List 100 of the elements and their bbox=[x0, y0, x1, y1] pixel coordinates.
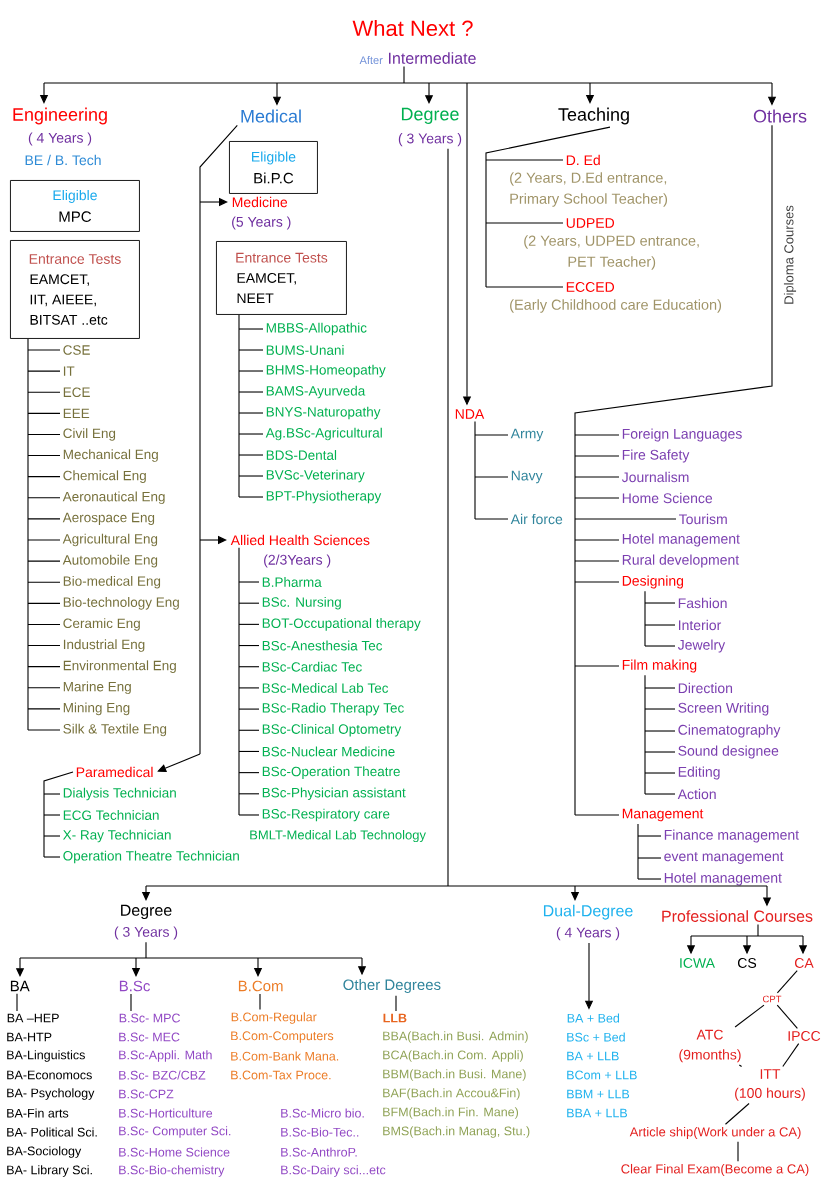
connector-line bbox=[644, 602, 676, 604]
list-item: EEE bbox=[63, 408, 90, 418]
list-item: BAF(Bach.in Accou&Fin) bbox=[383, 1088, 520, 1100]
connector-line bbox=[637, 835, 662, 837]
list-item: BSc-Cardiac Tec bbox=[262, 661, 362, 672]
list-item: BSc-Nuclear Medicine bbox=[262, 746, 395, 757]
list-item: B.Sc-CPZ bbox=[119, 1089, 174, 1099]
duration-text: (2/3Years ) bbox=[264, 554, 331, 568]
connector-line bbox=[199, 124, 238, 755]
connector-line bbox=[27, 581, 61, 583]
connector-line bbox=[27, 623, 61, 625]
list-item: BSc-Medical Lab Tec bbox=[262, 682, 389, 693]
connector-line bbox=[776, 970, 798, 994]
course-name: ECCED bbox=[566, 282, 615, 292]
list-item: Jewelry bbox=[677, 639, 726, 653]
step-label: IPCC bbox=[788, 1031, 821, 1041]
connector-line bbox=[776, 1004, 798, 1029]
connector-line bbox=[238, 314, 240, 498]
list-item: Direction bbox=[678, 682, 733, 694]
list-item: BSc-Operation Theatre bbox=[262, 766, 400, 779]
list-item: BOT-Occupational therapy bbox=[262, 618, 421, 631]
connector-line bbox=[43, 814, 61, 816]
category-heading: Medical bbox=[241, 109, 301, 123]
list-item: B.Sc-Appli. Math bbox=[119, 1050, 212, 1062]
connector-line bbox=[27, 338, 29, 731]
connector-line bbox=[644, 624, 676, 626]
connector-line bbox=[238, 750, 260, 752]
list-item: BSc-Physician assistant bbox=[262, 787, 406, 801]
list-item: Environmental Eng bbox=[63, 660, 176, 673]
list-item: Mechanical Eng bbox=[63, 449, 158, 462]
connector-line bbox=[145, 148, 768, 887]
connector-line bbox=[238, 349, 264, 351]
course-name: CA bbox=[795, 958, 814, 968]
list-item: BBA(Bach.in Busi. Admin) bbox=[383, 1031, 528, 1043]
connector-line bbox=[644, 708, 676, 710]
list-item: LLB bbox=[383, 1013, 407, 1023]
list-item: Marine Eng bbox=[63, 681, 131, 695]
connector-line bbox=[395, 995, 397, 1012]
course-name: Paramedical bbox=[76, 766, 153, 778]
note-text: (2 Years, D.Ed entrance, Primary School Teacher) bbox=[510, 172, 668, 207]
connector-line bbox=[130, 993, 132, 1012]
connector-line bbox=[637, 878, 662, 880]
connector-line bbox=[737, 1141, 739, 1162]
list-item: BSc-Respiratory care bbox=[262, 808, 390, 822]
course-name: Management bbox=[622, 808, 704, 822]
list-item: BA- Psychology bbox=[7, 1088, 95, 1100]
connector-line bbox=[644, 645, 676, 647]
list-item: BMS(Bach.in Manag, Stu.) bbox=[383, 1126, 530, 1138]
connector-line bbox=[474, 476, 509, 478]
connector-line bbox=[43, 771, 74, 858]
connector-line bbox=[43, 835, 61, 837]
column-heading: BA bbox=[10, 980, 30, 992]
connector-line bbox=[644, 674, 646, 795]
list-item: Hotel management bbox=[664, 872, 782, 886]
duration-text: (5 Years ) bbox=[232, 216, 291, 230]
note-text: (2 Years, UDPED entrance, PET Teacher) bbox=[524, 235, 699, 270]
list-item: Screen Writing bbox=[678, 702, 769, 716]
connector-line bbox=[574, 124, 773, 816]
connector-line bbox=[27, 433, 61, 435]
list-item: Aeronautical Eng bbox=[62, 491, 165, 505]
list-item: B.Sc-Home Science bbox=[119, 1147, 230, 1157]
title: What Next ? bbox=[352, 19, 473, 37]
column-heading: Other Degrees bbox=[343, 979, 441, 993]
connector-line bbox=[27, 497, 61, 499]
connector-line bbox=[259, 993, 261, 1011]
list-item: BA-HTP bbox=[7, 1032, 52, 1042]
list-item: B.Sc-AnthroP. bbox=[281, 1147, 357, 1157]
connector-line bbox=[644, 793, 676, 795]
list-item: B.Com-Computers bbox=[231, 1031, 334, 1043]
connector-line bbox=[574, 665, 620, 667]
connector-line bbox=[43, 856, 61, 858]
connector-line bbox=[574, 455, 620, 457]
list-item: Chemical Eng bbox=[63, 470, 146, 483]
category-heading: Degree ( 3 Years ) bbox=[114, 904, 178, 940]
connector-line bbox=[238, 645, 260, 647]
step-label: ATC (9months) bbox=[679, 1029, 741, 1063]
info-box: Eligible MPC bbox=[10, 180, 140, 232]
connector-line bbox=[238, 687, 260, 689]
list-item: MBBS-Allopathic bbox=[266, 322, 367, 336]
connector-line bbox=[637, 823, 639, 880]
list-item: BSc-Radio Therapy Tec bbox=[262, 702, 404, 716]
list-item: BSc + Bed bbox=[567, 1032, 625, 1042]
connector-line bbox=[485, 286, 564, 288]
connector-line bbox=[27, 666, 61, 668]
connector-line bbox=[238, 602, 260, 604]
list-item: Foreign Languages bbox=[622, 428, 742, 442]
list-item: Industrial Eng bbox=[63, 639, 145, 652]
list-item: Fire Safety bbox=[622, 449, 690, 463]
list-item: BSc. Nursing bbox=[262, 596, 341, 610]
connector-line bbox=[485, 159, 564, 161]
list-item: Finance management bbox=[664, 829, 799, 843]
list-item: BAMS-Ayurveda bbox=[266, 385, 366, 399]
list-item: event management bbox=[664, 852, 784, 864]
connector-line bbox=[724, 1102, 750, 1125]
list-item: BVSc-Veterinary bbox=[266, 469, 365, 483]
connector-line bbox=[27, 729, 61, 731]
course-name: ICWA bbox=[680, 958, 715, 968]
connector-line bbox=[27, 518, 61, 520]
list-item: Fashion bbox=[678, 597, 727, 609]
list-item: BMLT-Medical Lab Technology bbox=[250, 829, 426, 843]
